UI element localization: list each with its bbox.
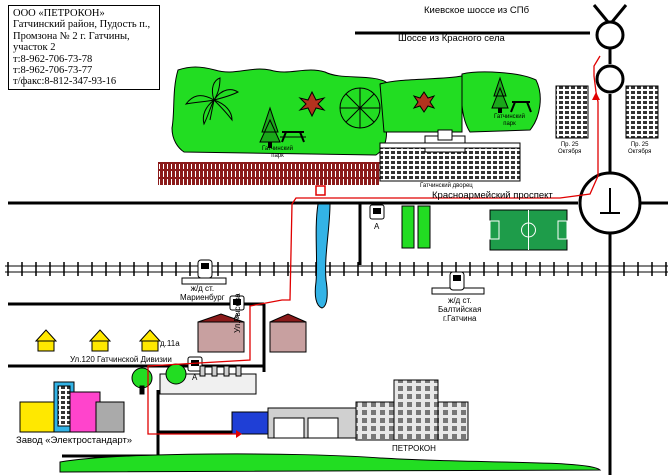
palm-tree-icon	[184, 77, 239, 126]
hedge	[401, 205, 431, 249]
grass-strip	[59, 453, 602, 473]
house-11a-label: д.11а	[160, 339, 180, 348]
round-tree-icon	[339, 87, 381, 129]
pr25-label-right: Пр. 25 Октября	[628, 142, 652, 155]
route-path	[147, 55, 601, 438]
park-fence	[158, 162, 380, 185]
apartment-building	[197, 313, 307, 353]
factory-label: Завод «Электростандарт»	[16, 435, 133, 446]
address-line-3: участок 2	[13, 42, 56, 54]
factory-icon	[159, 363, 257, 395]
tree-icon	[259, 106, 281, 148]
bus-route-label-3: А	[192, 373, 198, 382]
petrokon-complex	[231, 379, 469, 441]
gatchina-palace	[379, 129, 521, 182]
traffic-light-icon	[595, 20, 625, 94]
station-marienburg-label: ж/д ст. Мариенбург	[180, 284, 225, 302]
tree-icon-small	[131, 367, 153, 395]
pr25-label-left: Пр. 25 Октября	[558, 142, 582, 155]
electrostandard-factory	[19, 381, 125, 433]
flower-icon	[298, 90, 326, 118]
picnic-table-icon-right	[510, 101, 532, 113]
park-label-right: Гатчинский парк	[494, 114, 525, 127]
station-baltiyskaya-label: ж/д ст. Балтийская г.Гатчина	[438, 296, 482, 323]
prospect-label: Красноармейский проспект	[432, 190, 553, 201]
bus-stop-icon	[187, 204, 385, 372]
flower-icon-2	[412, 91, 436, 113]
company-name: ООО «ПЕТРОКОН»	[13, 8, 105, 19]
palace-label: Гатчинский дворец	[420, 183, 473, 189]
bus-route-label-2: А	[234, 312, 240, 321]
river	[314, 203, 331, 309]
fax: т/факс:8-812-347-93-16	[13, 76, 117, 88]
football-field	[489, 209, 568, 251]
house-icon	[34, 329, 162, 352]
krasnoe-highway-label: Шоссе из Красного села	[398, 33, 505, 44]
train-station-icon	[181, 259, 485, 295]
street-120-label: Ул.120 Гатчинской Дивизии	[70, 355, 172, 364]
street-ryseva-label: Ул.Рысева	[233, 293, 242, 333]
picnic-table-icon	[280, 131, 306, 143]
bus-route-label-1: А	[374, 222, 380, 231]
building-icon	[555, 85, 659, 139]
petrokon-label: ПЕТРОКОН	[392, 444, 436, 453]
railway	[5, 262, 668, 276]
roundabout	[578, 171, 642, 235]
address-line-1: Гатчинский район, Пудость п.,	[13, 19, 151, 31]
tree-icon-right	[491, 76, 509, 113]
phone-2: т:8-962-706-73-77	[13, 65, 93, 77]
palace-gate-marker	[315, 185, 326, 196]
address-line-2: Промзона № 2 г. Гатчины,	[13, 30, 130, 42]
company-info-box: ООО «ПЕТРОКОН» Гатчинский район, Пудость…	[8, 5, 160, 90]
kiev-highway-label: Киевское шоссе из СПб	[424, 5, 530, 16]
phone-1: т:8-962-706-73-78	[13, 53, 93, 65]
park-label-left: Гатчинский парк	[262, 146, 293, 159]
